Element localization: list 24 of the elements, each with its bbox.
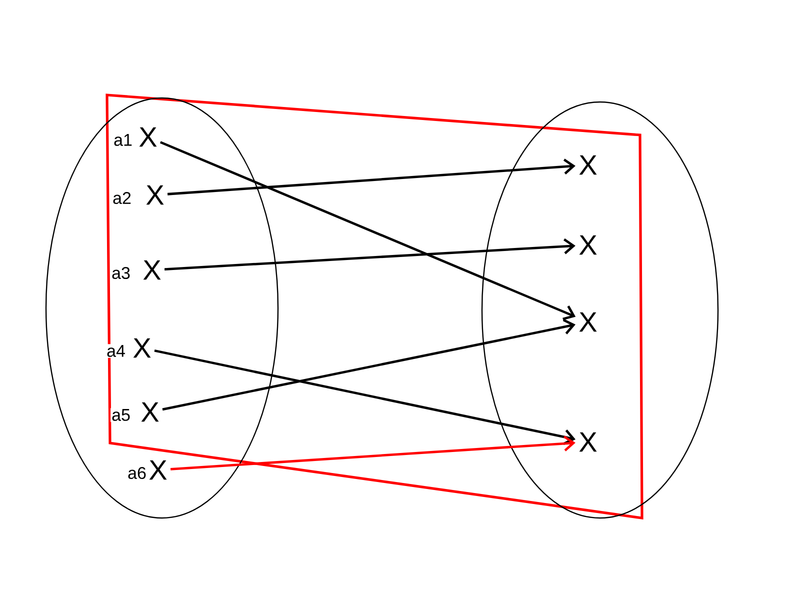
set-ellipse (481, 101, 719, 519)
point-label: a6 (126, 466, 148, 480)
point-mark: X (139, 127, 157, 147)
point-mark: X (579, 235, 597, 255)
arrow (162, 318, 576, 411)
point-label: a2 (112, 190, 132, 206)
point-mark: X (133, 338, 151, 358)
point-label: a1 (112, 133, 134, 147)
arrow (160, 141, 576, 320)
arrow (164, 238, 576, 270)
point-mark: X (143, 260, 161, 280)
point-label: a4 (106, 344, 126, 358)
point-mark: X (579, 432, 597, 452)
arrow (167, 158, 576, 196)
point-mark: X (579, 312, 597, 332)
arrow (154, 349, 576, 446)
point-mark: X (146, 185, 164, 205)
point-mark: X (141, 402, 159, 422)
set-ellipse (45, 97, 279, 519)
point-label: a3 (110, 266, 132, 280)
point-label: a5 (110, 408, 132, 422)
point-mark: X (149, 460, 167, 480)
point-mark: X (579, 155, 597, 175)
arrow (170, 436, 576, 470)
